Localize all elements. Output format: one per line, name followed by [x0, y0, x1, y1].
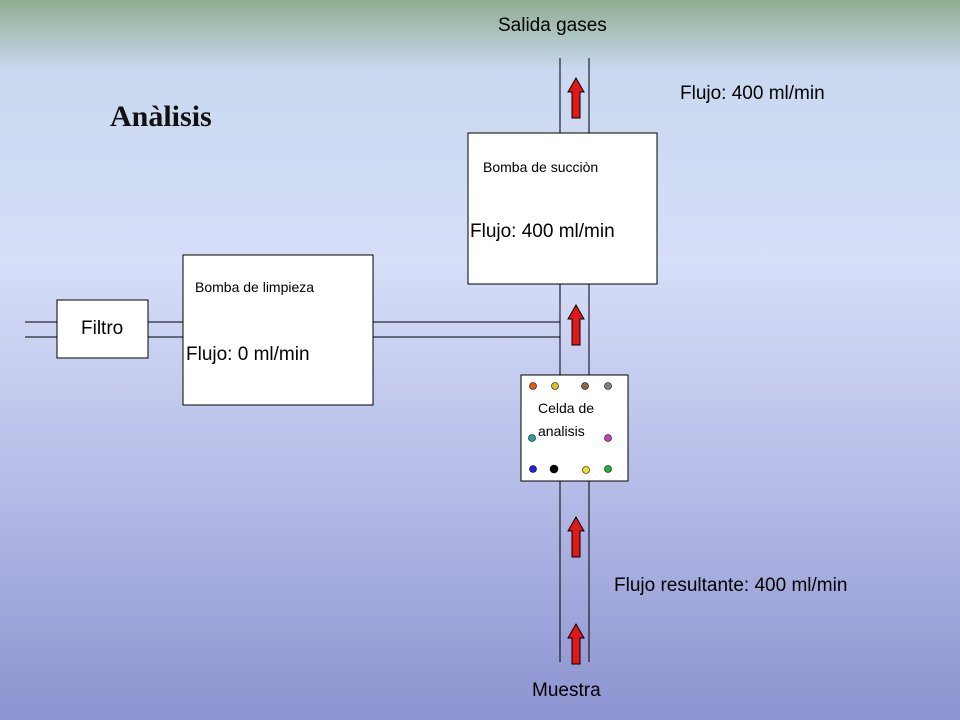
page-title: Anàlisis: [110, 100, 212, 133]
suction-pump-label: Bomba de succiòn: [483, 159, 598, 175]
filter-label: Filtro: [81, 318, 123, 339]
filter-box: [56, 299, 149, 359]
cleaning-pump-flow: Flujo: 0 ml/min: [186, 344, 310, 365]
cell-dot-7: [529, 465, 537, 473]
result-flow-label: Flujo resultante: 400 ml/min: [614, 575, 847, 596]
cell-dot-1: [529, 382, 537, 390]
cleaning-pump-label: Bomba de limpieza: [195, 279, 314, 295]
cell-dot-10: [604, 465, 612, 473]
analysis-cell-box: [520, 374, 629, 482]
analysis-cell-label-line2: analisis: [538, 423, 585, 439]
suction-pump-flow: Flujo: 400 ml/min: [470, 221, 615, 242]
cell-dot-5: [528, 434, 536, 442]
up-arrow-icon-4: [567, 622, 585, 665]
gas-outlet-label: Salida gases: [498, 15, 607, 36]
up-arrow-icon-3: [567, 515, 585, 558]
up-arrow-icon-2: [567, 303, 585, 346]
cell-dot-6: [604, 434, 612, 442]
cell-dot-9: [582, 466, 590, 474]
analysis-cell-dots: [528, 382, 612, 474]
suction-pump-box: [467, 132, 658, 285]
cell-dot-8: [549, 464, 559, 474]
analysis-cell-label-line1: Celda de: [538, 400, 594, 416]
up-arrow-icon-1: [567, 76, 585, 119]
cell-dot-2: [551, 382, 559, 390]
top-flow-label: Flujo: 400 ml/min: [680, 83, 825, 104]
cell-dot-3: [581, 382, 589, 390]
flow-arrows: [567, 76, 585, 665]
sample-label: Muestra: [532, 680, 601, 701]
cleaning-pump-box: [182, 254, 374, 406]
cell-dot-4: [604, 382, 612, 390]
